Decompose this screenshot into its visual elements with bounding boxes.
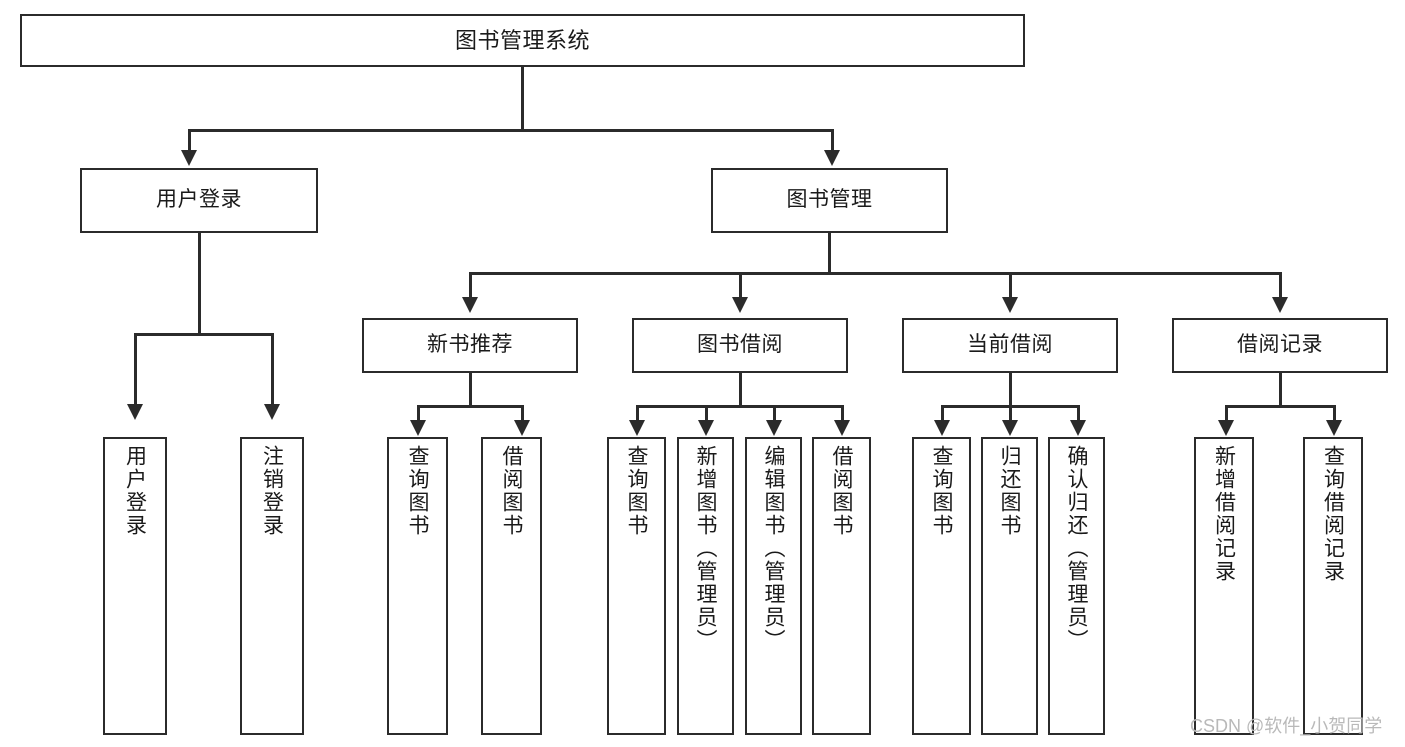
leaf-newbook-query-book[interactable]: 查询图书 [387,437,448,735]
node-label: 借阅图书 [830,445,853,537]
arrowhead-to-borrow-add [698,420,714,436]
arrowhead-to-new-book [462,297,478,313]
node-label: 新增借阅记录 [1212,445,1236,583]
arrowhead-to-leaf-logout [264,404,280,420]
node-label: 编辑图书（管理员） [762,445,785,652]
connector-new-book-stem [469,373,472,406]
connector-root-stem [521,67,524,130]
connector-book-borrow-stem [739,373,742,406]
arrowhead-to-user-login [181,150,197,166]
connector-book-borrow-bus [636,405,844,408]
connector-new-book-drop-2 [521,405,524,421]
node-label: 新书推荐 [427,333,513,357]
leaf-record-query[interactable]: 查询借阅记录 [1303,437,1363,735]
arrowhead-to-borrow-lend [834,420,850,436]
arrowhead-to-current-confirm [1070,420,1086,436]
connector-book-mgmt-drop-1 [469,272,472,298]
connector-current-borrow-drop-3 [1077,405,1080,421]
connector-user-login-stem [198,233,201,334]
connector-current-borrow-stem [1009,373,1012,406]
leaf-current-return-book[interactable]: 归还图书 [981,437,1038,735]
connector-book-borrow-drop-1 [636,405,639,421]
arrowhead-to-current-borrow [1002,297,1018,313]
node-label: 借阅记录 [1237,333,1323,357]
leaf-user-login[interactable]: 用户登录 [103,437,167,735]
arrowhead-to-newbook-query [410,420,426,436]
connector-borrow-record-bus [1225,405,1335,408]
arrowhead-to-book-mgmt [824,150,840,166]
leaf-borrow-edit-book-admin[interactable]: 编辑图书（管理员） [745,437,802,735]
connector-borrow-record-stem [1279,373,1282,406]
arrowhead-to-current-query [934,420,950,436]
arrowhead-to-leaf-user-login [127,404,143,420]
node-label: 借阅图书 [500,445,523,537]
leaf-borrow-query-book[interactable]: 查询图书 [607,437,666,735]
arrowhead-to-borrow-edit [766,420,782,436]
connector-current-borrow-drop-2 [1009,405,1012,421]
leaf-current-query-book[interactable]: 查询图书 [912,437,971,735]
node-new-book-recommend[interactable]: 新书推荐 [362,318,578,373]
leaf-current-confirm-return-admin[interactable]: 确认归还（管理员） [1048,437,1105,735]
arrowhead-to-borrow-query [629,420,645,436]
node-label: 注销登录 [260,445,284,537]
connector-book-mgmt-drop-2 [739,272,742,298]
connector-book-borrow-drop-3 [773,405,776,421]
node-root-system[interactable]: 图书管理系统 [20,14,1025,67]
connector-book-mgmt-drop-3 [1009,272,1012,298]
arrowhead-to-record-add [1218,420,1234,436]
node-book-borrow[interactable]: 图书借阅 [632,318,848,373]
connector-book-borrow-drop-4 [841,405,844,421]
node-label: 查询借阅记录 [1321,445,1345,583]
connector-user-login-drop-2 [271,333,274,405]
node-book-management[interactable]: 图书管理 [711,168,948,233]
leaf-logout[interactable]: 注销登录 [240,437,304,735]
node-user-login[interactable]: 用户登录 [80,168,318,233]
leaf-borrow-add-book-admin[interactable]: 新增图书（管理员） [677,437,734,735]
leaf-borrow-lend-book[interactable]: 借阅图书 [812,437,871,735]
leaf-newbook-borrow-book[interactable]: 借阅图书 [481,437,542,735]
connector-new-book-bus [417,405,523,408]
connector-root-drop-right [831,129,834,151]
node-borrow-record[interactable]: 借阅记录 [1172,318,1388,373]
connector-borrow-record-drop-2 [1333,405,1336,421]
connector-book-mgmt-stem [828,233,831,273]
connector-current-borrow-drop-1 [941,405,944,421]
leaf-record-add[interactable]: 新增借阅记录 [1194,437,1254,735]
connector-user-login-bus [134,333,274,336]
node-label: 归还图书 [998,445,1021,537]
node-current-borrow[interactable]: 当前借阅 [902,318,1118,373]
node-label: 用户登录 [156,188,242,212]
connector-book-mgmt-drop-4 [1279,272,1282,298]
node-label: 图书管理系统 [454,27,590,53]
node-label: 新增图书（管理员） [694,445,717,652]
connector-book-mgmt-bus [469,272,1281,275]
node-label: 查询图书 [406,445,429,537]
node-label: 当前借阅 [967,333,1053,357]
arrowhead-to-current-return [1002,420,1018,436]
node-label: 用户登录 [123,445,147,537]
arrowhead-to-newbook-borrow [514,420,530,436]
arrowhead-to-borrow-record [1272,297,1288,313]
connector-root-bus [188,129,833,132]
connector-book-borrow-drop-2 [705,405,708,421]
node-label: 确认归还（管理员） [1065,445,1088,652]
node-label: 查询图书 [625,445,648,537]
csdn-watermark: CSDN @软件_小贺同学 [1190,716,1383,736]
arrowhead-to-borrow-book [732,297,748,313]
node-label: 查询图书 [930,445,953,537]
connector-root-drop-left [188,129,191,151]
connector-borrow-record-drop-1 [1225,405,1228,421]
connector-new-book-drop-1 [417,405,420,421]
node-label: 图书借阅 [697,333,783,357]
arrowhead-to-record-query [1326,420,1342,436]
connector-user-login-drop-1 [134,333,137,405]
node-label: 图书管理 [786,188,873,212]
